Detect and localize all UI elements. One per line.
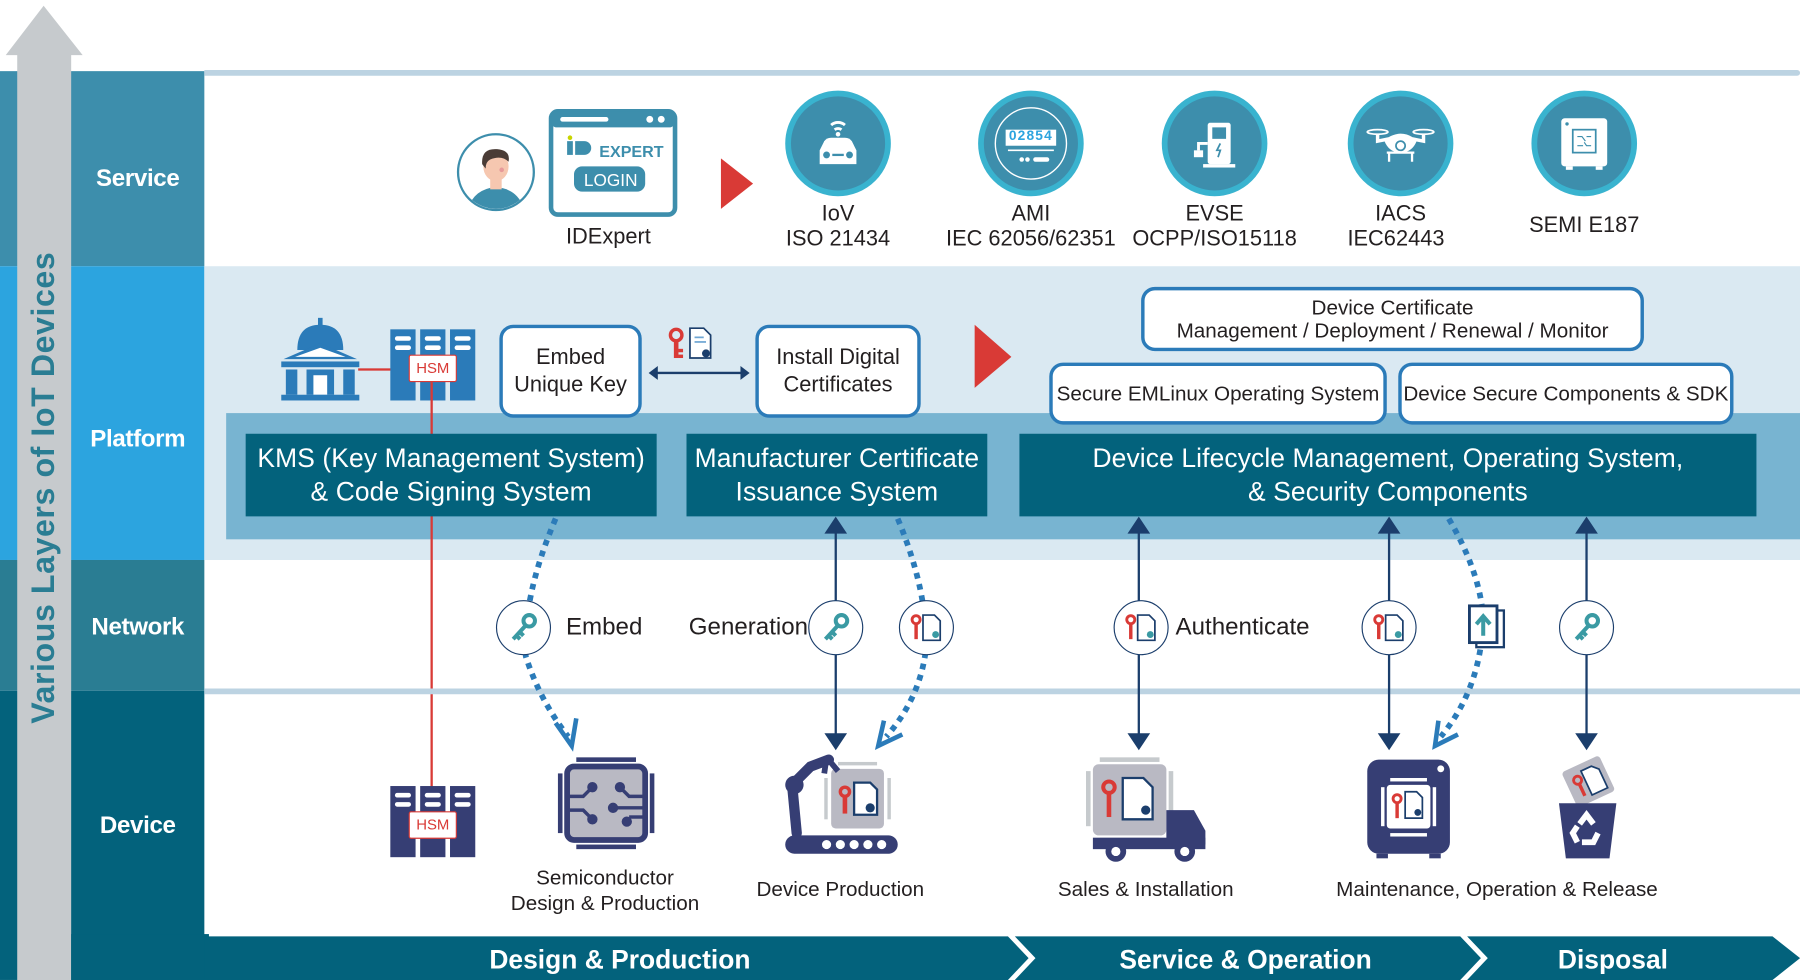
standard-name-iov: IoV <box>821 201 855 227</box>
phase-chevron-service <box>1014 936 1481 980</box>
dotted-arrow-kms-to-semiconductor <box>522 517 571 739</box>
maintenance-device-icon <box>1367 759 1450 859</box>
idexpert-label: IDExpert <box>565 224 651 250</box>
disposal-recycle-bin-icon <box>1558 756 1617 859</box>
idexpert-logo-text: EXPERT <box>599 142 664 161</box>
arrowhead-down-device-production <box>824 733 848 751</box>
ami-meter-digits: 02854 <box>1008 127 1053 144</box>
standard-name-evse: EVSE <box>1185 201 1244 227</box>
device-label-sales: Sales & Installation <box>1057 877 1234 901</box>
semiconductor-chip-icon <box>557 757 655 850</box>
red-play-arrow-icon <box>720 158 754 209</box>
device-production-robot-icon <box>785 754 898 854</box>
network-key-certificate-icon-1 <box>898 600 954 656</box>
phase-chevron-design <box>204 936 1029 980</box>
ami-meter-icon <box>978 90 1084 197</box>
standard-name-semi: SEMI E187 <box>1529 213 1640 238</box>
hsm-tag-platform: HSM <box>408 354 457 383</box>
device-label-production: Device Production <box>756 877 925 901</box>
phase-label-service-operation: Service & Operation <box>1119 943 1372 974</box>
hsm-vertical-red-line <box>430 382 433 813</box>
idexpert-window-icon <box>548 109 678 217</box>
phase-chevrons <box>71 934 1800 980</box>
standard-name-iacs: IACS <box>1375 201 1427 227</box>
network-key-icon-generation <box>808 600 864 656</box>
arrowhead-up-dlm-1 <box>1127 516 1151 534</box>
phase-label-disposal: Disposal <box>1557 943 1668 974</box>
network-label-generation: Generation <box>688 613 809 641</box>
service-band-topline <box>204 69 1800 76</box>
red-play-arrow-icon-platform <box>974 324 1012 388</box>
standard-code-ami: IEC 62056/62351 <box>946 227 1116 252</box>
device-lifecycle-management-box: Device Lifecycle Management, Operating S… <box>1019 433 1757 517</box>
network-key-certificate-icon-authenticate <box>1113 600 1169 656</box>
phase-left-base <box>71 934 209 980</box>
arrowhead-up-dlm-2 <box>1377 516 1401 534</box>
device-label-semiconductor-2: Design & Production <box>510 891 700 915</box>
phase-chevron-disposal <box>1467 936 1800 980</box>
idexpert-login-button[interactable]: LOGIN <box>583 170 638 191</box>
evse-charger-icon <box>1161 90 1268 197</box>
arrowhead-down-disposal <box>1575 733 1598 751</box>
network-update-upload-icon <box>1468 604 1506 649</box>
network-label-embed: Embed <box>565 613 643 641</box>
mcis-line2: Issuance System <box>735 476 939 507</box>
dlm-line1: Device Lifecycle Management, Operating S… <box>1092 442 1684 473</box>
phase-label-design-production: Design & Production <box>489 943 751 974</box>
sales-installation-truck-icon <box>1086 757 1206 862</box>
network-key-icon-disposal <box>1558 600 1615 656</box>
install-certs-line2: Certificates <box>783 372 893 397</box>
device-label-maintenance: Maintenance, Operation & Release <box>1336 877 1658 901</box>
semi-e187-chip-box-icon <box>1531 90 1638 197</box>
layer-label-device: Device <box>99 812 176 839</box>
mcis-line1: Manufacturer Certificate <box>694 442 980 473</box>
standard-code-iacs: IEC62443 <box>1347 227 1445 252</box>
hsm-tag-device: HSM <box>408 811 457 839</box>
kms-line2: & Code Signing System <box>310 476 592 507</box>
embed-key-line2: Unique Key <box>514 372 627 397</box>
arrowhead-maintenance <box>1432 720 1459 750</box>
secure-emlinux-box: Secure EMLinux Operating System <box>1049 362 1387 425</box>
layer-label-platform: Platform <box>90 425 186 453</box>
install-certs-line1: Install Digital <box>776 344 900 369</box>
embed-key-line1: Embed <box>535 344 606 369</box>
arrowhead-device-production <box>874 720 904 750</box>
standard-name-ami: AMI <box>1011 201 1051 227</box>
device-cert-line1: Device Certificate <box>1311 296 1474 320</box>
layer-label-service: Service <box>96 165 180 192</box>
standard-code-evse: OCPP/ISO15118 <box>1132 227 1297 252</box>
kms-line1: KMS (Key Management System) <box>257 442 645 473</box>
user-avatar-icon <box>456 133 535 212</box>
device-label-semiconductor-1: Semiconductor <box>536 866 674 890</box>
dlm-line2: & Security Components <box>1248 476 1528 507</box>
government-building-icon <box>281 317 360 401</box>
axis-arrow <box>5 5 83 980</box>
device-secure-components-box: Device Secure Components & SDK <box>1398 362 1734 425</box>
network-device-separator <box>204 688 1800 695</box>
network-label-authenticate: Authenticate <box>1175 613 1310 641</box>
network-key-certificate-icon-maintenance <box>1361 600 1417 656</box>
arrowhead-down-maintenance <box>1377 733 1401 751</box>
arrowhead-down-sales <box>1127 733 1151 751</box>
arrowhead-up-mcis <box>824 516 848 534</box>
arrowhead-semiconductor <box>553 717 579 752</box>
layer-label-network: Network <box>91 613 185 641</box>
iacs-drone-icon <box>1347 90 1454 197</box>
axis-arrow-shape <box>5 5 83 980</box>
standard-code-iov: ISO 21434 <box>785 227 891 252</box>
iov-icon <box>785 90 891 197</box>
kms-system-box: KMS (Key Management System)& Code Signin… <box>245 433 657 517</box>
network-key-icon-embed <box>495 600 552 656</box>
hsm-link-line <box>358 368 411 371</box>
key-certificate-exchange-icon <box>648 327 750 380</box>
device-cert-line2: Management / Deployment / Renewal / Moni… <box>1176 319 1609 342</box>
arrowhead-up-dlm-3 <box>1575 516 1598 534</box>
